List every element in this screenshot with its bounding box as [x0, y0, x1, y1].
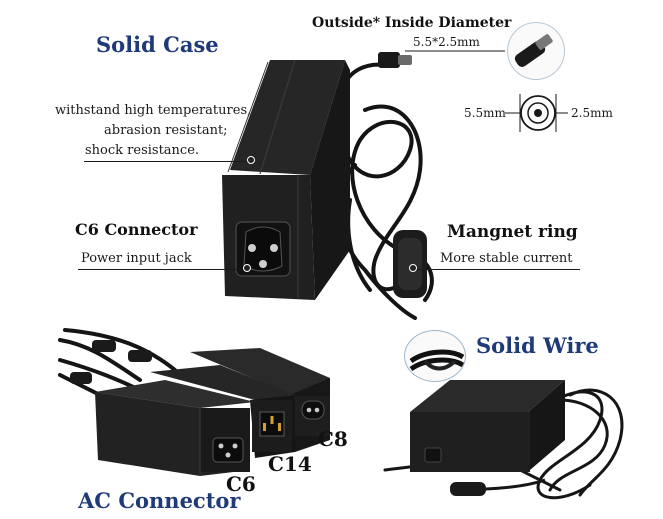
c8-label: C8	[318, 427, 348, 451]
solid-case-title: Solid Case	[96, 32, 219, 57]
ac-connector-title: AC Connector	[78, 488, 241, 513]
solid-wire-title: Solid Wire	[476, 333, 599, 358]
power-jack-label: Power input jack	[81, 251, 192, 266]
stable-current-label: More stable current	[440, 251, 573, 266]
features-leader-line	[84, 161, 250, 162]
solid-wire-inset	[404, 330, 466, 382]
outer-diameter-label: 5.5mm	[464, 106, 506, 120]
dc-size-label: 5.5*2.5mm	[413, 35, 480, 49]
power-jack-leader-line	[78, 269, 246, 270]
magnet-ring-title: Mangnet ring	[447, 222, 578, 242]
feature-line-1: withstand high temperatures,	[55, 103, 252, 118]
power-jack-pointer-dot	[243, 264, 251, 272]
inner-diameter-label: 2.5mm	[571, 106, 613, 120]
adapter-cable-svg	[222, 52, 434, 320]
adapter-body	[222, 59, 350, 300]
c6-label: C6	[226, 472, 256, 496]
dc-diameter-title: Outside* Inside Diameter	[312, 15, 512, 31]
c14-label: C14	[268, 452, 312, 476]
dc-plug	[378, 52, 412, 68]
dc-plug-inset	[507, 22, 565, 80]
magnet-leader-line	[412, 269, 580, 270]
feature-line-2: abrasion resistant;	[104, 123, 228, 138]
solid-wire-inset-icon	[409, 349, 465, 372]
c6-connector-title: C6 Connector	[75, 220, 198, 239]
feature-line-3: shock resistance.	[85, 143, 200, 158]
magnet-pointer-dot	[409, 264, 417, 272]
features-pointer-dot	[247, 156, 255, 164]
dc-plug-inset-icon	[514, 34, 553, 67]
